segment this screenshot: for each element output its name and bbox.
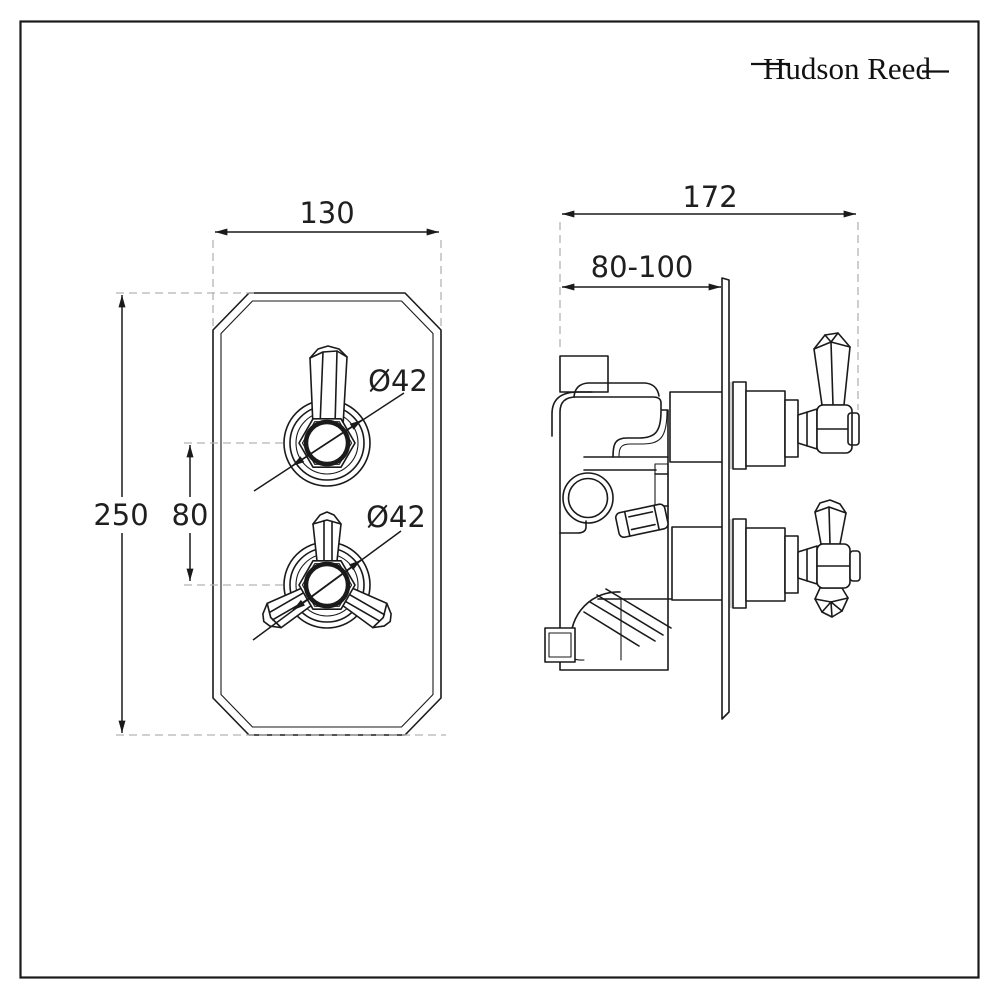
top-collar — [732, 381, 747, 470]
union-nipple — [614, 503, 669, 539]
bottom-spoke-down — [814, 587, 849, 618]
top-cartridge — [669, 391, 724, 463]
body-top-rib — [573, 382, 660, 398]
bottom-handle-spoke-right — [341, 587, 392, 629]
body-step — [612, 410, 662, 458]
dim-front-height-label: 250 — [93, 498, 148, 532]
bottom-collar — [732, 518, 747, 609]
dim-front-width-label: 130 — [299, 196, 354, 230]
body-outer-corner — [551, 391, 593, 437]
front-view — [212, 292, 442, 736]
dim-total-depth: 172 — [562, 180, 856, 218]
faceplate-inner-edge — [220, 300, 434, 728]
top-cover-cap — [784, 399, 799, 458]
top-hub-cap — [847, 412, 860, 446]
bottom-cover-cylinder — [745, 527, 786, 602]
body-left-step — [559, 520, 587, 534]
pipe-boss — [562, 472, 614, 524]
bottom-handle-hex-inner — [301, 563, 353, 607]
body-step-inner — [618, 410, 668, 458]
body-top-stub — [559, 355, 609, 393]
wall-plate — [721, 277, 734, 720]
dim-handle-spacing: 80 — [172, 445, 209, 581]
top-handle-lever — [309, 345, 348, 427]
wall-plate-profile — [721, 277, 730, 720]
body-outline — [559, 396, 669, 671]
dim-front-height: 250 — [93, 295, 149, 733]
plate-shadow-bottom — [729, 519, 734, 608]
top-trim-assembly — [732, 332, 860, 470]
bottom-handle-spoke-up — [312, 511, 342, 562]
dimensions: 130 250 80 Ø42 Ø42 — [93, 180, 859, 736]
plate-shadow-top — [729, 382, 734, 469]
bottom-cartridge — [671, 526, 724, 601]
dim-top-handle-diameter-label: Ø42 — [368, 364, 428, 398]
bottom-handle-bore — [303, 561, 351, 609]
bottom-trim-assembly — [732, 499, 861, 618]
top-handle-bore — [303, 419, 351, 467]
dim-bottom-handle-diameter-label: Ø42 — [366, 500, 426, 534]
dim-front-width: 130 — [215, 196, 439, 236]
top-lever — [813, 332, 851, 406]
bottom-spoke-up — [814, 499, 847, 545]
diverter-section — [544, 588, 673, 663]
dim-bottom-handle-diameter: Ø42 — [252, 500, 426, 641]
dim-total-depth-label: 172 — [682, 180, 737, 214]
bottom-hub-cap — [849, 550, 861, 582]
valve-body — [544, 355, 724, 671]
top-handle-hex-inner — [301, 421, 353, 465]
top-cover-cylinder — [745, 390, 786, 467]
dim-handle-spacing-label: 80 — [172, 498, 209, 532]
dim-recess-depth: 80-100 — [562, 250, 721, 291]
brand-logo: Hudson Reed — [751, 51, 949, 86]
side-view — [544, 277, 861, 720]
bottom-cover-cap — [784, 535, 799, 594]
dim-recess-depth-label: 80-100 — [591, 250, 694, 284]
top-handle — [283, 345, 371, 487]
brand-logo-text: Hudson Reed — [763, 51, 931, 86]
page-border — [19, 20, 980, 979]
dim-top-handle-diameter: Ø42 — [253, 364, 428, 492]
